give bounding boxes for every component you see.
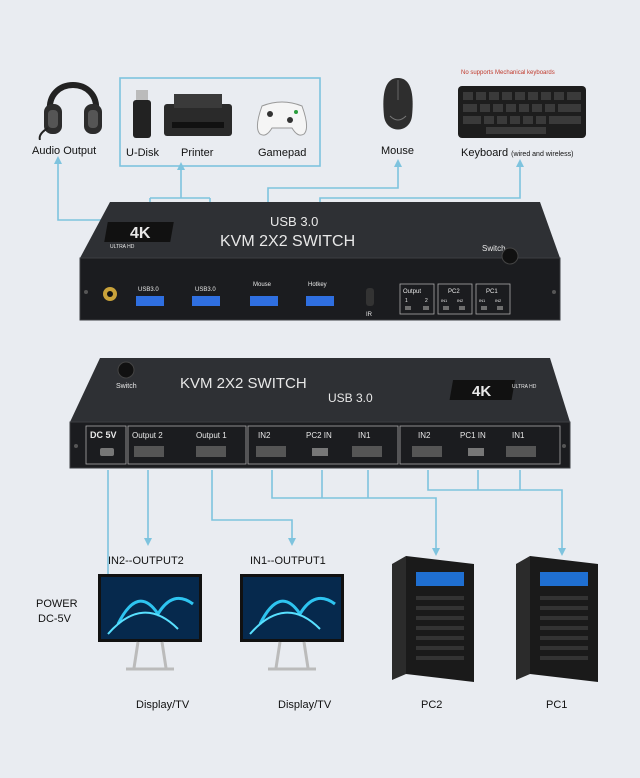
front-group-pc2-in1: IN1 xyxy=(441,298,448,303)
hdmi-output2-port[interactable] xyxy=(134,446,164,457)
keyboard-warning: No supports Mechanical keyboards xyxy=(461,70,555,76)
front-group-pc2-in2: IN2 xyxy=(457,298,464,303)
hdmi-pc2-in1-port[interactable] xyxy=(352,446,382,457)
rear-in2b-label: IN2 xyxy=(418,431,431,440)
front-switch-label: Switch xyxy=(482,244,506,253)
rear-switch-button[interactable] xyxy=(117,361,135,379)
front-port-usb2-label: USB3.0 xyxy=(195,287,216,293)
rear-line1: USB 3.0 xyxy=(328,391,373,405)
kvm-switch-front: 4K ULTRA HD USB 3.0 KVM 2X2 SWITCH Switc… xyxy=(79,202,561,321)
rear-logo-sub: ULTRA HD xyxy=(512,384,537,390)
mouse-label: Mouse xyxy=(381,145,415,157)
power-dc-label: DC-5V xyxy=(38,613,72,625)
kvm-switch-rear: Switch USB 3.0 KVM 2X2 SWITCH 4K ULTRA H… xyxy=(69,358,571,469)
front-switch-button[interactable] xyxy=(501,247,519,265)
dc-port[interactable] xyxy=(100,448,114,456)
monitor-icon-1 xyxy=(98,574,202,671)
rear-logo-4k: 4K xyxy=(472,383,491,400)
printer-label: Printer xyxy=(181,147,214,159)
front-ir-label: IR xyxy=(366,312,373,318)
rear-in1b-label: IN1 xyxy=(512,431,525,440)
rear-switch-label: Switch xyxy=(116,383,137,390)
power-label: POWER xyxy=(36,598,78,610)
mouse-icon xyxy=(383,78,413,130)
front-group-output: Output xyxy=(403,289,421,295)
keyboard-icon xyxy=(458,86,586,138)
headphones-icon xyxy=(38,82,102,140)
keyboard-label-text: Keyboard xyxy=(461,147,509,159)
display1-label: Display/TV xyxy=(136,699,190,711)
mouse-port[interactable] xyxy=(250,296,278,306)
hotkey-port[interactable] xyxy=(306,296,334,306)
front-line2: KVM 2X2 SWITCH xyxy=(220,233,355,250)
usb-pc2-in-port[interactable] xyxy=(312,448,328,456)
keyboard-label: Keyboard (wired and wireless) xyxy=(461,147,573,159)
monitor-icon-2 xyxy=(240,574,344,671)
rear-pc2in-label: PC2 IN xyxy=(306,431,332,440)
udisk-label: U-Disk xyxy=(126,147,159,159)
rear-pc1in-label: PC1 IN xyxy=(460,431,486,440)
front-group-pc1-in1: IN1 xyxy=(479,298,486,303)
usb3-port-2[interactable] xyxy=(192,296,220,306)
front-group-pc1: PC1 xyxy=(486,289,498,295)
front-line1: USB 3.0 xyxy=(270,214,318,229)
audio-output-label: Audio Output xyxy=(32,145,97,157)
pc-tower-icon-1 xyxy=(516,556,598,682)
gamepad-label: Gamepad xyxy=(258,147,307,159)
rear-line2: KVM 2X2 SWITCH xyxy=(180,375,307,392)
pc-tower-icon-2 xyxy=(392,556,474,682)
front-port-hotkey-label: Hotkey xyxy=(308,282,327,288)
in2-output2-label: IN2--OUTPUT2 xyxy=(108,555,184,567)
hdmi-pc1-in1-port[interactable] xyxy=(506,446,536,457)
usb-drive-icon xyxy=(133,90,151,138)
front-logo-4k: 4K xyxy=(130,225,151,242)
gamepad-icon xyxy=(256,101,308,136)
in1-output1-label: IN1--OUTPUT1 xyxy=(250,555,326,567)
ir-receiver xyxy=(366,288,374,306)
rear-dc-label: DC 5V xyxy=(90,430,117,440)
front-group-pc2: PC2 xyxy=(448,289,460,295)
hdmi-output1-port[interactable] xyxy=(196,446,226,457)
front-group-output-num-1: 1 xyxy=(405,298,408,304)
rear-out2-label: Output 2 xyxy=(132,431,163,440)
keyboard-label-note: (wired and wireless) xyxy=(511,151,574,158)
hdmi-pc2-in2-port[interactable] xyxy=(256,446,286,457)
rear-in1a-label: IN1 xyxy=(358,431,371,440)
display2-label: Display/TV xyxy=(278,699,332,711)
usb3-port-1[interactable] xyxy=(136,296,164,306)
front-group-pc1-in2: IN2 xyxy=(495,298,502,303)
front-logo-sub: ULTRA HD xyxy=(110,244,135,250)
hdmi-pc1-in2-port[interactable] xyxy=(412,446,442,457)
pc1-label: PC1 xyxy=(546,699,568,711)
front-port-mouse-label: Mouse xyxy=(253,282,272,288)
pc2-label: PC2 xyxy=(421,699,443,711)
front-group-output-num-2: 2 xyxy=(425,298,428,304)
front-port-usb1-label: USB3.0 xyxy=(138,287,159,293)
usb-pc1-in-port[interactable] xyxy=(468,448,484,456)
rear-in2a-label: IN2 xyxy=(258,431,271,440)
rear-out1-label: Output 1 xyxy=(196,431,227,440)
printer-icon xyxy=(164,94,232,136)
